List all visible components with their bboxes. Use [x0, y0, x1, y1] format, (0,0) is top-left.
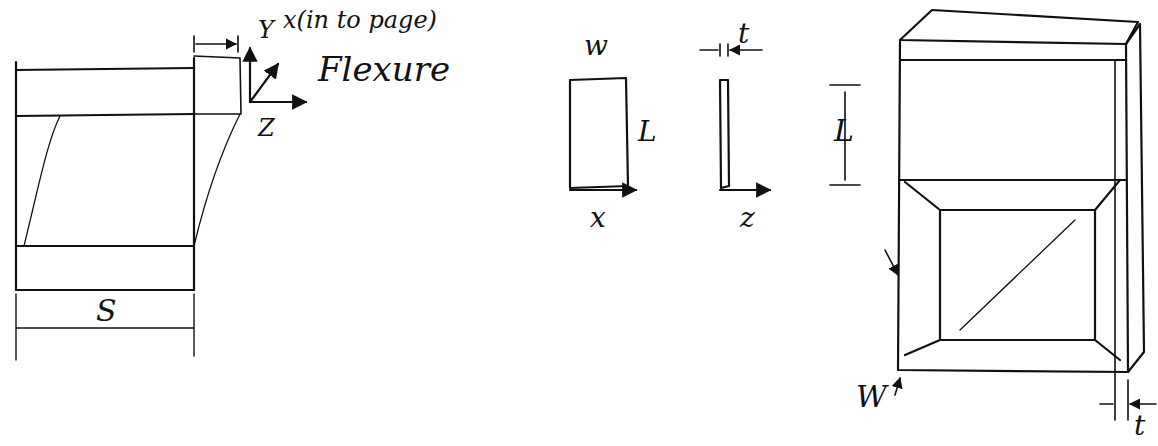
- dimension-label: L: [638, 118, 657, 146]
- dimension-label: w: [584, 32, 608, 60]
- dimension-label: W: [856, 382, 887, 412]
- axis-label: Z: [258, 116, 275, 140]
- dimension-label: S: [96, 296, 117, 326]
- axis-label: Y: [258, 18, 274, 42]
- axis-label: z: [740, 204, 755, 232]
- dimension-label: t: [1134, 412, 1145, 440]
- part-name: Flexure: [318, 52, 450, 86]
- dimension-label: t: [738, 20, 749, 48]
- axis-label: x: [590, 204, 606, 232]
- axis-label: x(in to page): [283, 8, 437, 32]
- dimension-label: L: [834, 116, 854, 146]
